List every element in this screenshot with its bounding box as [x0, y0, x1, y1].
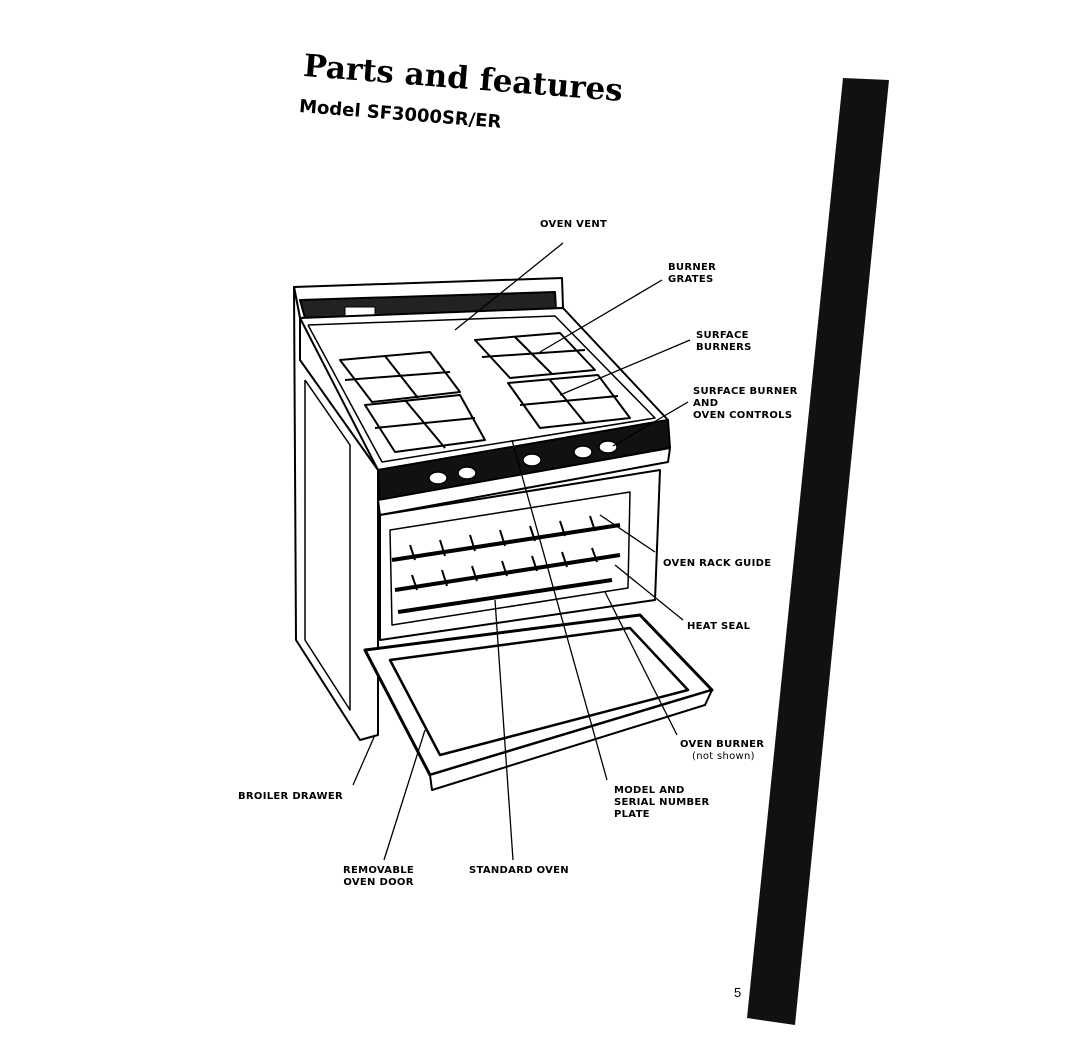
- cabinet-side: [293, 286, 379, 741]
- label-oven-burner: OVEN BURNER(not shown): [680, 739, 765, 762]
- leader-lines: [352, 242, 691, 861]
- label-heat-seal: HEAT SEAL: [687, 621, 751, 632]
- cooktop: [299, 307, 669, 471]
- oven-racks: [391, 523, 621, 614]
- oven-door: [363, 613, 714, 791]
- label-standard-oven: STANDARD OVEN: [469, 865, 569, 876]
- page-number: 5: [734, 985, 742, 1000]
- label-oven-rack-guide: OVEN RACK GUIDE: [663, 558, 772, 569]
- left-burner-grates: [339, 351, 486, 453]
- label-oven-vent: OVEN VENT: [540, 219, 608, 230]
- label-broiler-drawer: BROILER DRAWER: [238, 791, 343, 802]
- right-burner-grates: [474, 332, 631, 429]
- oven-cavity: [379, 469, 661, 641]
